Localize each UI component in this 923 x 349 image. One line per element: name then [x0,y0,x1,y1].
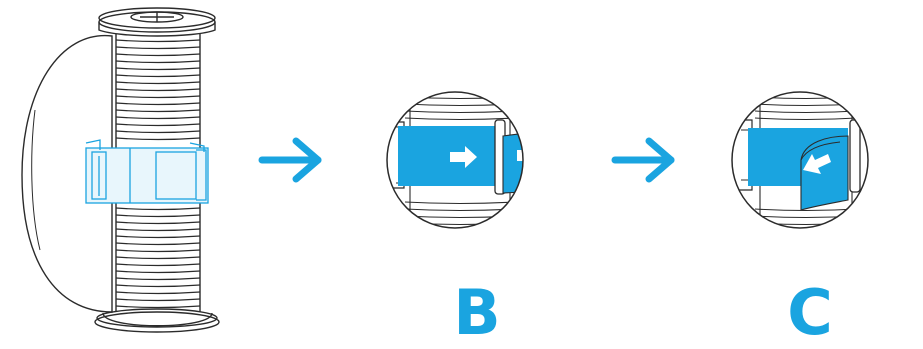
rib-line [115,88,201,92]
rib-line [115,270,201,274]
rib-line [115,221,201,225]
rib-line [115,116,201,120]
rib-line [404,117,516,121]
ribs-a [115,39,201,309]
panel-b-zoom [386,91,524,232]
rib-line [115,130,201,134]
rib-line [754,92,858,93]
back-disc [21,34,113,313]
strap-a [85,139,209,204]
rib-line [115,39,201,43]
strap-tail-b [502,127,523,194]
rib-line [754,117,858,121]
rib-line [115,228,201,232]
rib-line [115,298,201,302]
rib-line [115,207,201,211]
panel-a-bin [21,7,220,333]
arrow-up-left-icon [803,154,831,174]
rib-line [115,263,201,267]
rib-line [115,214,201,218]
rib-line [405,230,515,232]
rib-line [115,235,201,239]
rib-line [115,53,201,57]
rib-line [115,95,201,99]
rib-line [115,305,201,309]
strap-fold-c [800,135,849,211]
rib-line [115,284,201,288]
rib-line [115,291,201,295]
step-label-b: B [453,276,501,349]
rib-line [755,230,857,232]
rib-line [115,123,201,127]
rib-line [115,102,201,106]
rib-line [754,110,858,114]
step-arrow-1 [258,137,322,183]
step-label-c: C [787,276,833,349]
arrow-right-icon [450,146,477,168]
rib-line [115,74,201,78]
rib-line [115,67,201,71]
rib-line [115,81,201,85]
rib-line [115,242,201,246]
rib-line [115,60,201,64]
step-arrow-2 [611,137,675,183]
bottom-base [102,312,213,327]
rib-line [404,201,516,205]
rib-line [115,137,201,141]
buckle-c [849,119,861,193]
rib-line [115,109,201,113]
rib-line [115,46,201,50]
rib-line [115,249,201,253]
panel-c-zoom [731,91,869,232]
rib-line [404,92,516,93]
rib-line [115,256,201,260]
rib-line [115,277,201,281]
